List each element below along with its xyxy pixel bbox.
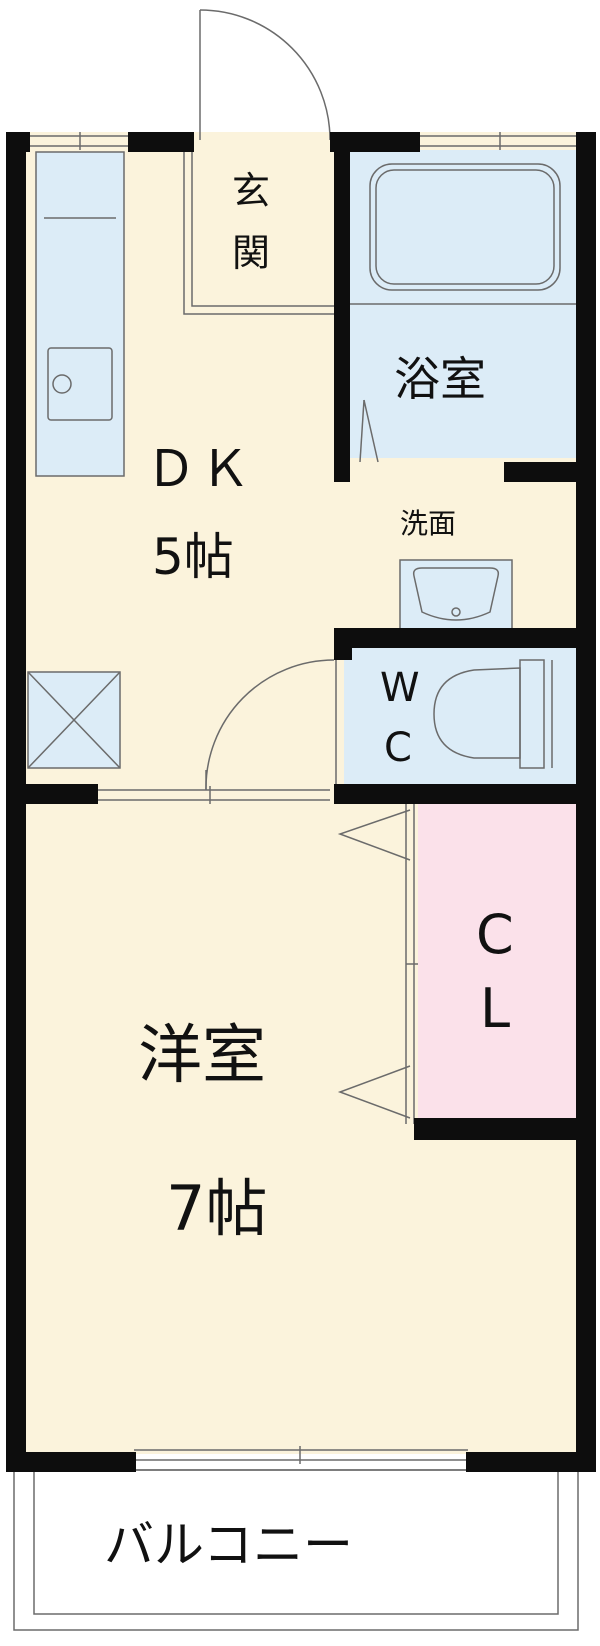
balcony-label: バルコニー (104, 1516, 353, 1574)
western-size: 7帖 (166, 1172, 268, 1245)
dk-label: ＤＫ (146, 440, 254, 498)
sink-basin (47, 347, 113, 421)
balcony-outline-inner (33, 1469, 559, 1615)
counter-kitchen (35, 151, 125, 477)
bathtub-inner (375, 169, 555, 285)
wc-label-2: C (384, 725, 412, 771)
wall-bottom-b (466, 1452, 596, 1472)
wall-wc-top (334, 628, 596, 648)
genkan-label-2: 関 (232, 231, 271, 275)
floor-wc (344, 642, 576, 788)
fixtures (27, 163, 576, 1124)
entry-door-swing (199, 9, 331, 141)
wall-bath-bottom (504, 462, 596, 482)
laundry-cross-b (27, 671, 121, 769)
wall-mid-left (6, 784, 98, 804)
genkan-label-1: 玄 (232, 169, 271, 213)
washbasin-drain (451, 607, 461, 617)
wall-top-c (330, 132, 420, 152)
walls (6, 132, 596, 1472)
wall-top-a (6, 132, 30, 152)
door-western-swing (205, 659, 335, 791)
toilet-tank (519, 659, 545, 769)
closet-door-mark-top (337, 809, 411, 861)
dk-size: 5帖 (152, 528, 234, 586)
closet-door-mark-bottom (337, 1065, 411, 1119)
toilet-bowl (433, 667, 521, 759)
wall-wc-bottom (334, 784, 596, 804)
closet-label-2: L (480, 977, 511, 1040)
wall-top-b (128, 132, 194, 152)
wall-wc-left (334, 628, 352, 660)
genkan-step (183, 146, 334, 315)
bath-door-leaf-b (359, 399, 365, 463)
bath-door-leaf-a (363, 399, 379, 463)
bath-label: 浴室 (394, 352, 486, 406)
bathtub (369, 163, 561, 291)
closet-label-1: C (476, 903, 514, 966)
sink-drain (52, 374, 72, 394)
wall-closet-bottom (414, 1118, 596, 1140)
openings (13, 9, 579, 1631)
senmen-label: 洗面 (400, 507, 457, 540)
genkan-step-inner (191, 146, 334, 307)
western-label: 洋室 (138, 1019, 266, 1093)
floor-closet (418, 802, 576, 1124)
wall-bottom-a (6, 1452, 136, 1472)
wc-label-1: W (380, 665, 420, 711)
wall-bath-left (334, 132, 350, 482)
washbasin-bowl (412, 567, 500, 621)
